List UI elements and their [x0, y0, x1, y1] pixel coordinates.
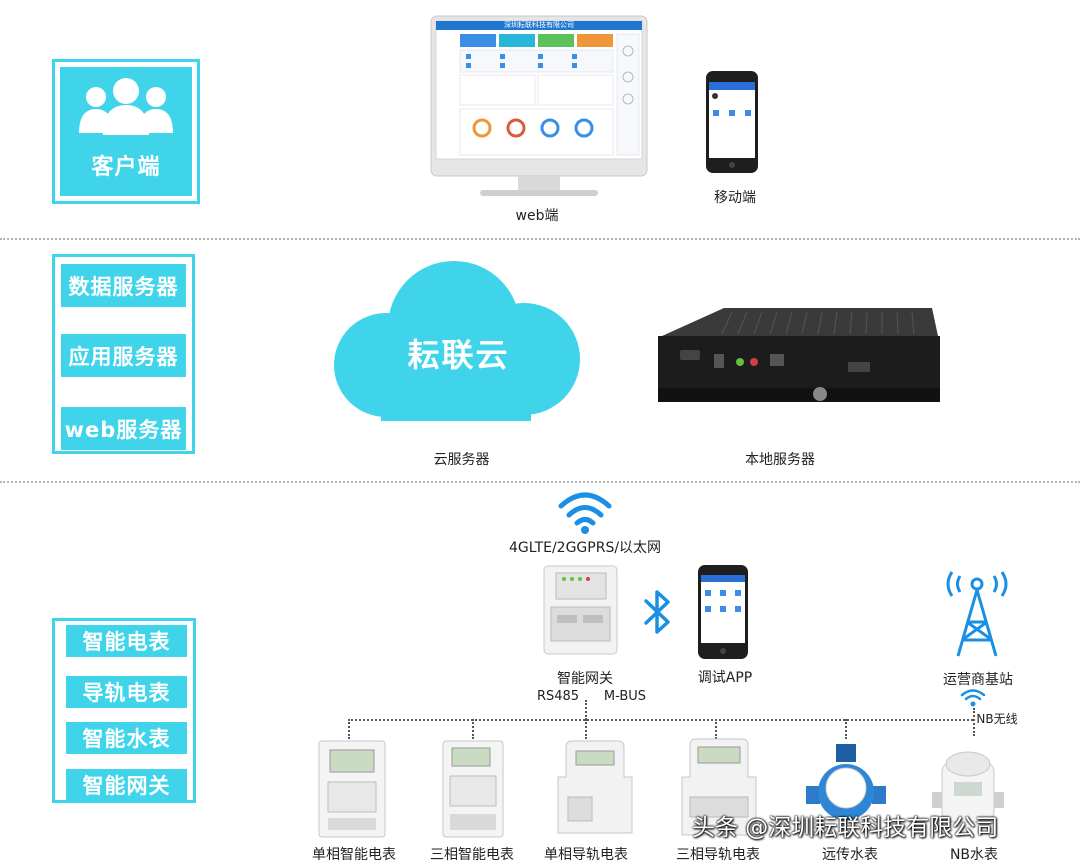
base-station-label: 运营商基站	[943, 672, 1013, 688]
tier-divider-top	[0, 238, 1080, 240]
gateway-device	[543, 565, 618, 655]
debug-app-phone	[698, 565, 748, 659]
bluetooth-icon	[644, 590, 670, 634]
meter-drop-1	[348, 719, 350, 739]
meter-drop-2	[472, 719, 474, 739]
mbus-label: M-BUS	[603, 689, 647, 704]
cloud-icon	[334, 261, 580, 421]
meter-label: 单相智能电表	[312, 847, 396, 863]
local-server-label: 本地服务器	[745, 452, 815, 468]
meter-label: 单相导轨电表	[544, 847, 628, 863]
tier-divider-bottom	[0, 481, 1080, 483]
mobile-label: 移动端	[714, 190, 756, 206]
nb-water-meter	[932, 751, 1004, 823]
debug-app-label: 调试APP	[697, 670, 753, 686]
meter-bus-line	[348, 719, 973, 721]
base-station-icon	[946, 571, 1008, 657]
mobile-phone	[706, 71, 758, 173]
meter-drop-4	[715, 719, 717, 739]
single-phase-rail-meter	[557, 740, 633, 834]
meter-drop-5	[845, 719, 847, 739]
device-tier-frame: 智能电表 导轨电表 智能水表 智能网关	[52, 618, 196, 803]
meter-label: 远传水表	[822, 847, 878, 863]
smart-gateway-item: 智能网关	[66, 769, 187, 801]
three-phase-rail-meter	[681, 738, 757, 836]
meter-label: 三相导轨电表	[676, 847, 760, 863]
server-tier-frame: 数据服务器 应用服务器 web服务器	[52, 254, 195, 454]
app-server-item: 应用服务器	[61, 334, 186, 377]
nb-wifi-icon	[960, 689, 986, 707]
gateway-drop-line	[585, 700, 587, 720]
meter-label: NB水表	[949, 847, 999, 863]
single-phase-smart-meter	[318, 740, 386, 838]
meter-label: 三相智能电表	[430, 847, 514, 863]
rs485-label: RS485	[536, 689, 580, 704]
meter-drop-3	[585, 719, 587, 739]
desktop-monitor	[430, 15, 648, 196]
smart-water-meter-item: 智能水表	[66, 722, 187, 754]
nb-drop-line	[973, 708, 975, 736]
client-tier-frame: 客户端	[52, 59, 200, 204]
gateway-label: 智能网关	[557, 671, 613, 687]
three-phase-smart-meter	[442, 740, 504, 838]
rail-meter-item: 导轨电表	[66, 676, 187, 708]
smart-meter-item: 智能电表	[66, 625, 187, 657]
users-icon	[79, 78, 173, 135]
client-tier-box: 客户端	[60, 67, 192, 196]
web-label: web端	[515, 208, 559, 224]
cloud-server-label: 云服务器	[433, 452, 490, 468]
client-tier-label: 客户端	[91, 155, 161, 180]
cloud-text: 耘联云	[407, 336, 510, 374]
data-server-item: 数据服务器	[61, 264, 186, 307]
watermark: 头条 @深圳耘联科技有限公司	[692, 815, 999, 841]
wan-label: 4GLTE/2GGPRS/以太网	[508, 540, 662, 556]
wifi-icon	[558, 492, 612, 534]
web-server-item: web服务器	[61, 407, 186, 450]
local-server-box	[658, 308, 940, 402]
remote-water-meter	[806, 744, 886, 820]
nb-label: NB无线	[976, 712, 1018, 726]
monitor-title: 深圳耘联科技有限公司	[504, 21, 574, 29]
